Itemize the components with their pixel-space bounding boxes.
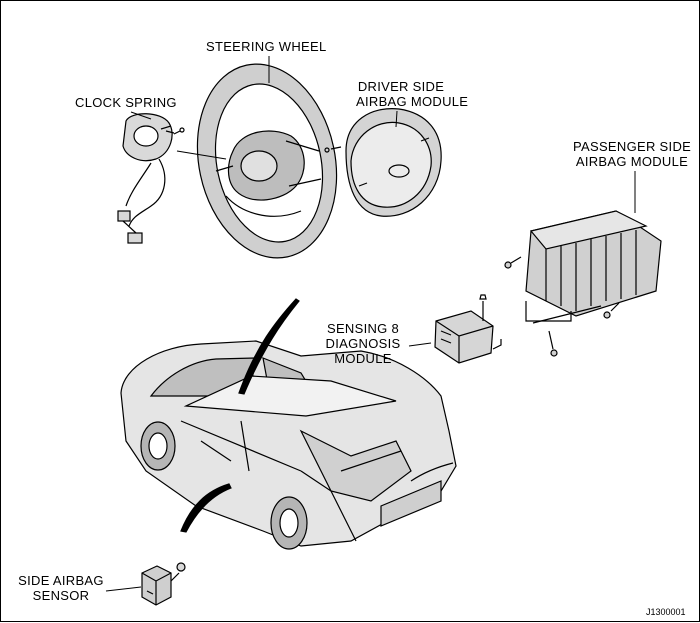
leader-lines	[105, 56, 636, 592]
label-steering-wheel: STEERING WHEEL	[206, 39, 327, 54]
vehicle-drawing	[120, 340, 457, 550]
label-driver-airbag-line2: AIRBAG MODULE	[356, 94, 469, 109]
label-driver-airbag-line1: DRIVER SIDE	[357, 79, 445, 94]
label-clock-spring: CLOCK SPRING	[75, 95, 177, 110]
driver-airbag-drawing	[324, 108, 442, 217]
label-sdm-line3: MODULE	[334, 351, 392, 366]
label-side-airbag-sensor: SIDE AIRBAG SENSOR	[15, 573, 107, 603]
label-sensing-diagnosis-module: SENSING 8 DIAGNOSIS MODULE	[319, 321, 407, 366]
sdm-drawing	[434, 294, 502, 364]
label-passenger-airbag-line1: PASSENGER SIDE	[573, 139, 692, 154]
label-sdm-line1: SENSING 8	[326, 321, 400, 336]
label-driver-airbag-module: DRIVER SIDE AIRBAG MODULE	[356, 79, 469, 109]
label-passenger-airbag-module: PASSENGER SIDE AIRBAG MODULE	[573, 139, 691, 169]
passenger-airbag-drawing	[504, 210, 662, 357]
pointer-to-sdm	[238, 298, 300, 395]
pointer-to-side-sensor	[180, 483, 232, 533]
label-sdm-line2: DIAGNOSIS	[325, 336, 401, 351]
figure-code: J1300001	[646, 607, 686, 617]
clock-spring-drawing	[117, 113, 185, 244]
steering-wheel-drawing	[196, 63, 338, 259]
label-side-sensor-line2: SENSOR	[32, 588, 90, 603]
label-passenger-airbag-line2: AIRBAG MODULE	[575, 154, 689, 169]
side-sensor-drawing	[141, 562, 186, 606]
label-side-sensor-line1: SIDE AIRBAG	[18, 573, 104, 588]
